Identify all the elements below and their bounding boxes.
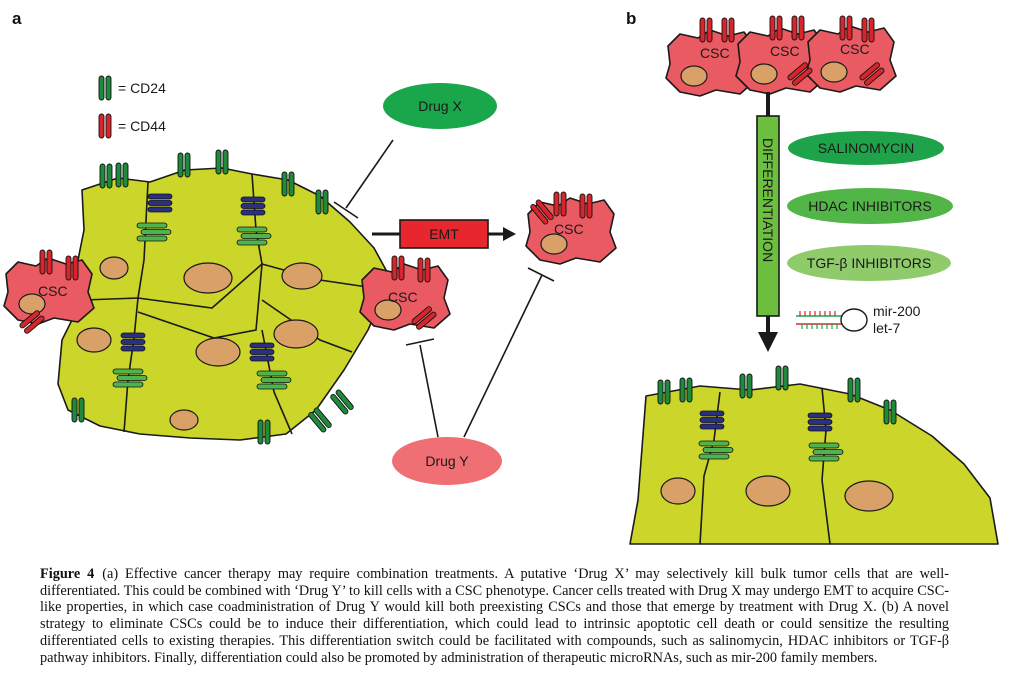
- green-marker-stack: [256, 370, 292, 390]
- salinomycin-label: SALINOMYCIN: [818, 140, 914, 156]
- mir200-label: mir-200: [873, 303, 921, 319]
- differentiated-outline: [629, 383, 999, 545]
- caption-figure-label: Figure 4: [40, 566, 95, 582]
- green-marker-stack: [698, 440, 734, 460]
- figure-caption: Figure 4(a) Effective cancer therapy may…: [40, 566, 949, 666]
- nucleus: [844, 480, 894, 512]
- differentiation-label: DIFFERENTIATION: [760, 138, 776, 262]
- emt-label: EMT: [429, 226, 459, 242]
- drug-y: Drug Y: [392, 267, 555, 485]
- nucleus: [99, 256, 129, 280]
- drug-y-inhibit-line-right: [463, 274, 543, 438]
- csc-cell-b2: CSC: [735, 27, 827, 95]
- cd24-marker-icon: [98, 75, 112, 101]
- nucleus: [195, 337, 241, 367]
- green-marker-stack: [112, 368, 148, 388]
- hdac-agent: HDAC INHIBITORS: [787, 188, 953, 224]
- csc-label: CSC: [388, 289, 418, 305]
- tumor-mass: [57, 149, 387, 445]
- nucleus: [183, 262, 233, 294]
- blue-marker-stack: [147, 193, 173, 213]
- legend-cd24-label: = CD24: [118, 80, 166, 96]
- salinomycin-agent: SALINOMYCIN: [788, 131, 944, 165]
- csc-cell-b3: CSC: [805, 25, 897, 93]
- blue-marker-stack: [807, 412, 833, 432]
- csc-cell-edge: CSC: [359, 263, 451, 331]
- blue-marker-stack: [240, 196, 266, 216]
- csc-label: CSC: [38, 283, 68, 299]
- green-marker-stack: [236, 226, 272, 246]
- csc-cell-left: CSC: [3, 257, 95, 325]
- drug-y-inhibit-line-left: [419, 344, 439, 438]
- caption-text: (a) Effective cancer therapy may require…: [40, 566, 949, 666]
- hdac-label: HDAC INHIBITORS: [808, 198, 931, 214]
- csc-cell-emt: CSC: [525, 197, 617, 265]
- figure-diagram: a = CD24 = CD44: [3, 9, 999, 545]
- drug-x-label: Drug X: [418, 98, 462, 114]
- drug-y-inhibit-bar-right: [527, 267, 555, 282]
- emt-box: [399, 219, 489, 249]
- drug-x-oval: [383, 83, 497, 129]
- differentiation-arrow: DIFFERENTIATION: [756, 92, 780, 352]
- green-marker-stack: [136, 222, 172, 242]
- panel-a-letter: a: [12, 9, 22, 28]
- green-marker-stack: [808, 442, 844, 462]
- cd24-marker: [329, 388, 355, 416]
- panel-b-letter: b: [626, 9, 636, 28]
- drug-y-label: Drug Y: [425, 453, 469, 469]
- nucleus: [273, 319, 319, 349]
- csc-cell-b1: CSC: [665, 29, 757, 97]
- differentiated-cells: [629, 365, 999, 545]
- csc-label: CSC: [770, 43, 800, 59]
- drug-x: Drug X: [333, 83, 497, 219]
- blue-marker-stack: [120, 332, 146, 352]
- blue-marker-stack: [699, 410, 725, 430]
- csc-label: CSC: [840, 41, 870, 57]
- nucleus: [281, 262, 323, 290]
- drug-x-inhibit-line: [345, 139, 394, 209]
- legend-cd44-label: = CD44: [118, 118, 166, 134]
- drug-x-inhibit-bar: [333, 201, 359, 219]
- legend: = CD24 = CD44: [98, 75, 166, 139]
- nucleus: [745, 475, 791, 507]
- csc-label: CSC: [700, 45, 730, 61]
- nucleus: [76, 327, 112, 353]
- emt-arrow: EMT: [372, 219, 516, 249]
- microrna-hairpin-icon: [796, 308, 868, 332]
- tgf-label: TGF-β INHIBITORS: [807, 255, 931, 271]
- nucleus: [169, 409, 199, 431]
- tgf-agent: TGF-β INHIBITORS: [787, 245, 951, 281]
- cd44-marker-icon: [98, 113, 112, 139]
- cell-border: [821, 387, 831, 545]
- let7-label: let-7: [873, 320, 900, 336]
- csc-label: CSC: [554, 221, 584, 237]
- drug-y-inhibit-bar-left: [405, 338, 435, 346]
- drug-y-oval: [392, 437, 502, 485]
- nucleus: [660, 477, 696, 505]
- blue-marker-stack: [249, 342, 275, 362]
